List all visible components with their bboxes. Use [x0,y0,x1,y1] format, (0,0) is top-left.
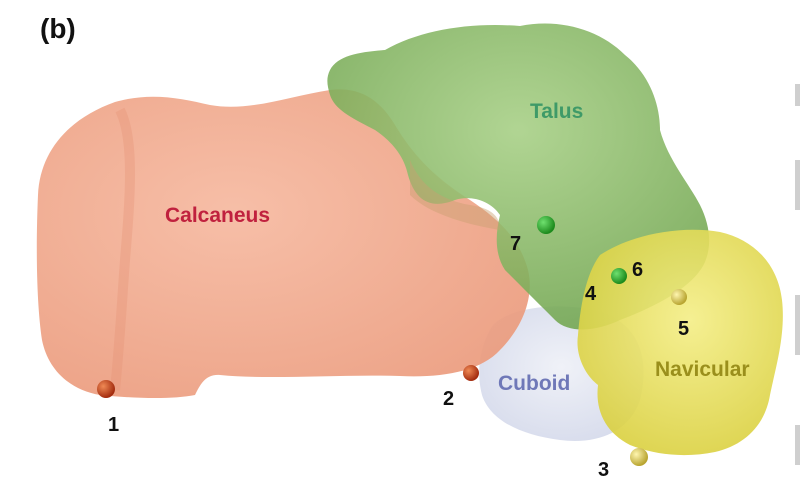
navicular-label: Navicular [655,358,750,381]
landmark-2-marker [463,365,479,381]
landmark-4-label: 4 [585,283,597,305]
panel-label: (b) [40,13,76,44]
calcaneus-label: Calcaneus [165,204,270,227]
landmark-3-marker [630,448,648,466]
navicular-bone [577,230,782,455]
cuboid-label: Cuboid [498,372,570,395]
landmark-1-marker [97,380,115,398]
talus-label: Talus [530,100,583,123]
landmark-5-label: 5 [678,318,689,340]
landmark-3-label: 3 [598,459,609,481]
edge-mark [795,84,800,106]
landmark-5-marker [671,289,687,305]
landmark-1-label: 1 [108,414,119,436]
landmark-7-label: 7 [510,233,521,255]
edge-mark [795,425,800,465]
edge-mark [795,295,800,355]
landmark-6-label: 6 [632,259,643,281]
landmark-2-label: 2 [443,388,454,410]
edge-mark [795,160,800,210]
landmark-7-marker [537,216,555,234]
landmark-4-marker [611,268,627,284]
